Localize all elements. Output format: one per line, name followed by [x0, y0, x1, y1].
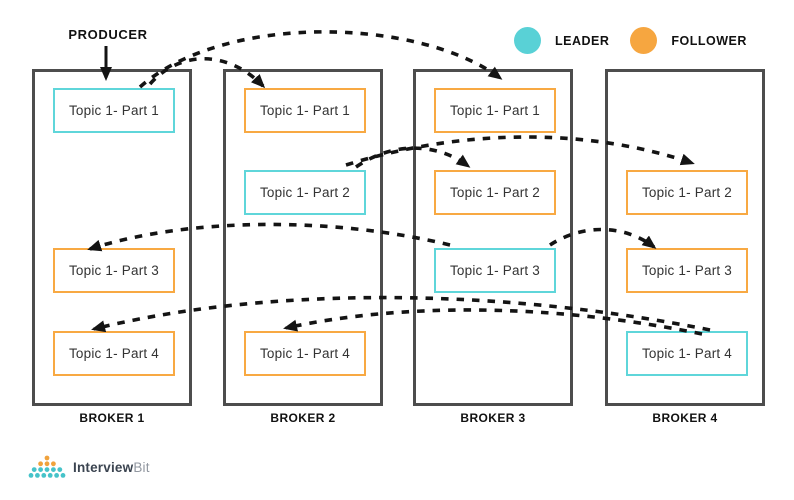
- broker-label-4: BROKER 4: [652, 411, 718, 425]
- interviewbit-logo: InterviewBit: [27, 454, 150, 480]
- legend: LEADER FOLLOWER: [514, 27, 747, 54]
- logo-text: InterviewBit: [73, 460, 150, 475]
- partition-follower-broker3-part2: Topic 1- Part 2: [434, 170, 556, 215]
- broker-label-3: BROKER 3: [460, 411, 526, 425]
- legend-item-leader: LEADER: [514, 27, 609, 54]
- producer-label: PRODUCER: [68, 27, 148, 42]
- partition-follower-broker1-part3: Topic 1- Part 3: [53, 248, 175, 293]
- partition-leader-broker2-part2: Topic 1- Part 2: [244, 170, 366, 215]
- partition-leader-broker1-part1: Topic 1- Part 1: [53, 88, 175, 133]
- partition-follower-broker3-part1: Topic 1- Part 1: [434, 88, 556, 133]
- partition-follower-broker2-part4: Topic 1- Part 4: [244, 331, 366, 376]
- partition-leader-broker4-part4: Topic 1- Part 4: [626, 331, 748, 376]
- broker-label-2: BROKER 2: [270, 411, 336, 425]
- logo-text-secondary: Bit: [133, 459, 150, 475]
- partition-leader-broker3-part3: Topic 1- Part 3: [434, 248, 556, 293]
- partition-follower-broker1-part4: Topic 1- Part 4: [53, 331, 175, 376]
- leader-legend-label: LEADER: [555, 33, 610, 48]
- follower-color-dot-icon: [630, 27, 658, 54]
- legend-item-follower: FOLLOWER: [630, 27, 747, 54]
- logo-text-primary: Interview: [73, 459, 134, 475]
- leader-color-dot-icon: [514, 27, 541, 54]
- partition-follower-broker4-part2: Topic 1- Part 2: [626, 170, 748, 215]
- follower-legend-label: FOLLOWER: [671, 33, 747, 48]
- partition-follower-broker4-part3: Topic 1- Part 3: [626, 248, 748, 293]
- broker-label-1: BROKER 1: [79, 411, 145, 425]
- partition-follower-broker2-part1: Topic 1- Part 1: [244, 88, 366, 133]
- logo-pyramid-icon: [28, 455, 66, 478]
